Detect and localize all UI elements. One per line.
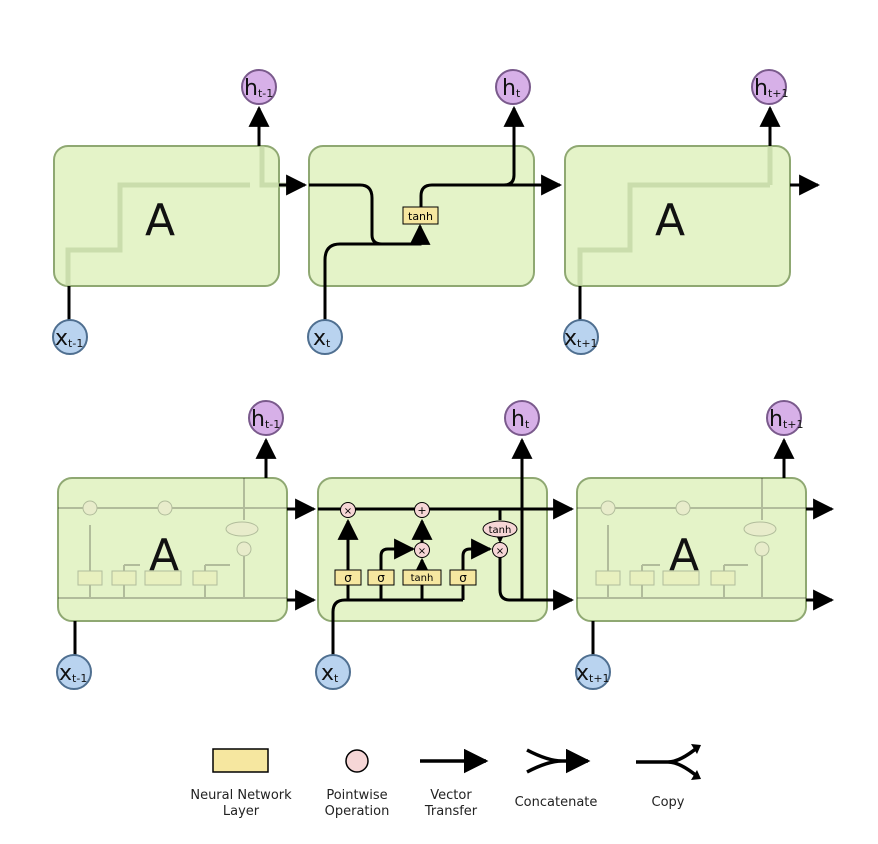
lstm-x-next: xt+1 xyxy=(575,654,611,690)
legend: Neural Network Layer Pointwise Operation… xyxy=(190,744,701,819)
rnn-x-next: xt+1 xyxy=(563,319,599,355)
svg-text:xt-1: xt-1 xyxy=(59,661,87,686)
lstm-cell-next-label: A xyxy=(669,530,699,581)
rnn-tanh-label: tanh xyxy=(408,210,433,223)
lstm-output-gate-path xyxy=(461,549,490,600)
legend-pointwise: Pointwise Operation xyxy=(325,749,390,819)
svg-text:xt: xt xyxy=(313,326,331,351)
rnn-row: A A tanh ht-1 ht ht+1 xyxy=(52,69,821,355)
lstm-output-gate: σ xyxy=(449,569,477,586)
lstm-x-current: xt xyxy=(315,654,351,690)
lstm-input-gate-path xyxy=(379,549,413,600)
rnn-h-next: ht+1 xyxy=(751,69,788,105)
lstm-h-current: ht xyxy=(504,400,540,436)
lstm-cell-next-ghost xyxy=(577,478,806,599)
rnn-h-prev: ht-1 xyxy=(241,69,277,105)
legend-copy-icon xyxy=(636,745,700,779)
svg-text:xt+1: xt+1 xyxy=(564,326,598,351)
lstm-add: + xyxy=(414,502,430,518)
lstm-input-gate: σ xyxy=(367,569,395,586)
lstm-cell-next xyxy=(576,477,807,622)
lstm-cell-prev xyxy=(57,477,288,622)
lstm-input-bus xyxy=(331,598,463,655)
lstm-x-prev: xt-1 xyxy=(56,654,92,690)
legend-layer-label-2: Layer xyxy=(223,804,260,819)
rnn-x-prev: xt-1 xyxy=(52,319,88,355)
svg-text:xt+1: xt+1 xyxy=(576,661,610,686)
rnn-cell-next-label: A xyxy=(655,195,685,246)
lstm-cell-prev-ghost xyxy=(58,478,287,599)
rnn-cell-prev-label: A xyxy=(145,195,175,246)
legend-pointwise-label-2: Operation xyxy=(325,804,390,819)
legend-concatenate-label: Concatenate xyxy=(515,795,598,810)
svg-text:ht-1: ht-1 xyxy=(251,407,280,432)
svg-text:ht+1: ht+1 xyxy=(754,76,788,101)
svg-text:ht-1: ht-1 xyxy=(244,76,273,101)
lstm-input-multiply: × xyxy=(414,542,430,558)
lstm-h-prev: ht-1 xyxy=(248,400,284,436)
svg-text:xt-1: xt-1 xyxy=(55,326,83,351)
rnn-output-flow xyxy=(419,174,563,207)
svg-text:×: × xyxy=(344,506,352,517)
legend-concatenate-icon xyxy=(526,750,588,772)
lstm-cell-prev-label: A xyxy=(149,530,179,581)
rnn-x-current: xt xyxy=(307,319,343,355)
svg-text:tanh: tanh xyxy=(489,525,512,536)
svg-text:+: + xyxy=(417,504,426,517)
legend-copy: Copy xyxy=(636,744,701,810)
legend-layer-swatch xyxy=(212,748,269,773)
legend-vector-label-1: Vector xyxy=(430,788,472,803)
legend-copy-label: Copy xyxy=(652,795,685,810)
svg-text:σ: σ xyxy=(377,571,385,585)
lstm-row: A A xyxy=(56,400,835,690)
lstm-output-tanh: tanh xyxy=(482,520,518,538)
legend-nn-layer: Neural Network Layer xyxy=(190,748,292,819)
legend-pointwise-label-1: Pointwise xyxy=(326,788,387,803)
lstm-forget-gate: σ xyxy=(334,569,362,586)
rnn-h-out-flow xyxy=(503,105,525,187)
legend-pointwise-swatch xyxy=(345,749,369,773)
svg-text:σ: σ xyxy=(344,571,352,585)
svg-text:xt: xt xyxy=(321,661,339,686)
legend-concatenate: Concatenate xyxy=(515,750,598,810)
rnn-input-flow xyxy=(323,242,420,320)
legend-vector-transfer: Vector Transfer xyxy=(420,748,489,819)
rnn-h-current: ht xyxy=(495,69,531,105)
svg-text:tanh: tanh xyxy=(411,573,434,584)
legend-vector-label-2: Transfer xyxy=(424,804,478,819)
lstm-hidden-out-inner xyxy=(498,557,575,611)
lstm-forget-multiply: × xyxy=(340,502,356,518)
svg-text:σ: σ xyxy=(459,571,467,585)
svg-text:ht+1: ht+1 xyxy=(769,407,803,432)
svg-text:×: × xyxy=(496,546,504,557)
svg-text:ht: ht xyxy=(511,407,530,432)
lstm-h-next: ht+1 xyxy=(766,400,803,436)
legend-layer-label-1: Neural Network xyxy=(190,788,292,803)
lstm-candidate-layer: tanh xyxy=(402,569,442,586)
lstm-output-multiply: × xyxy=(492,542,508,558)
svg-text:×: × xyxy=(418,546,426,557)
svg-text:ht: ht xyxy=(502,76,521,101)
rnn-tanh-layer xyxy=(402,206,439,225)
